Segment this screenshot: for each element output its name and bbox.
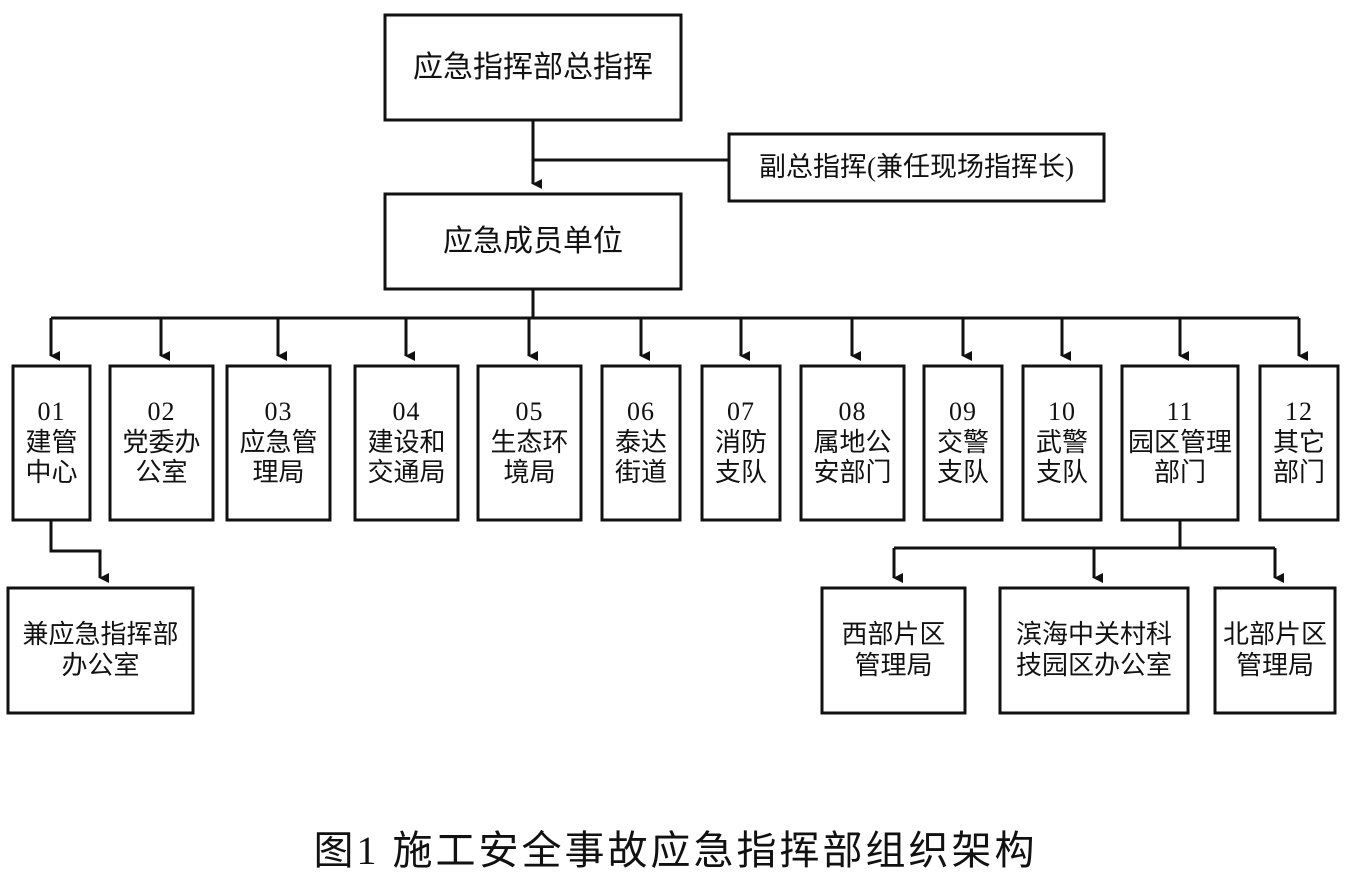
box-department-09 xyxy=(922,364,1004,522)
box-department-01 xyxy=(11,364,92,522)
box-department-06 xyxy=(600,364,682,522)
box-sub-department-north xyxy=(1213,586,1337,715)
box-sub-department-west xyxy=(820,586,967,715)
connector-department-01-to-office xyxy=(49,520,109,583)
box-member-units xyxy=(383,192,683,291)
box-sub-department-zhongguancun xyxy=(998,586,1190,715)
figure-caption: 图1 施工安全事故应急指挥部组织架构 xyxy=(313,828,1038,873)
box-department-05 xyxy=(476,364,583,522)
box-emergency-command-office xyxy=(6,586,195,715)
box-department-03 xyxy=(225,364,332,522)
box-department-07 xyxy=(700,364,782,522)
box-department-08 xyxy=(799,364,906,522)
box-department-12 xyxy=(1258,364,1340,522)
box-department-11 xyxy=(1120,364,1240,522)
box-department-02 xyxy=(108,364,215,522)
box-commander xyxy=(383,13,683,122)
box-department-04 xyxy=(353,364,460,522)
box-department-10 xyxy=(1021,364,1103,522)
box-deputy-commander xyxy=(727,132,1106,203)
